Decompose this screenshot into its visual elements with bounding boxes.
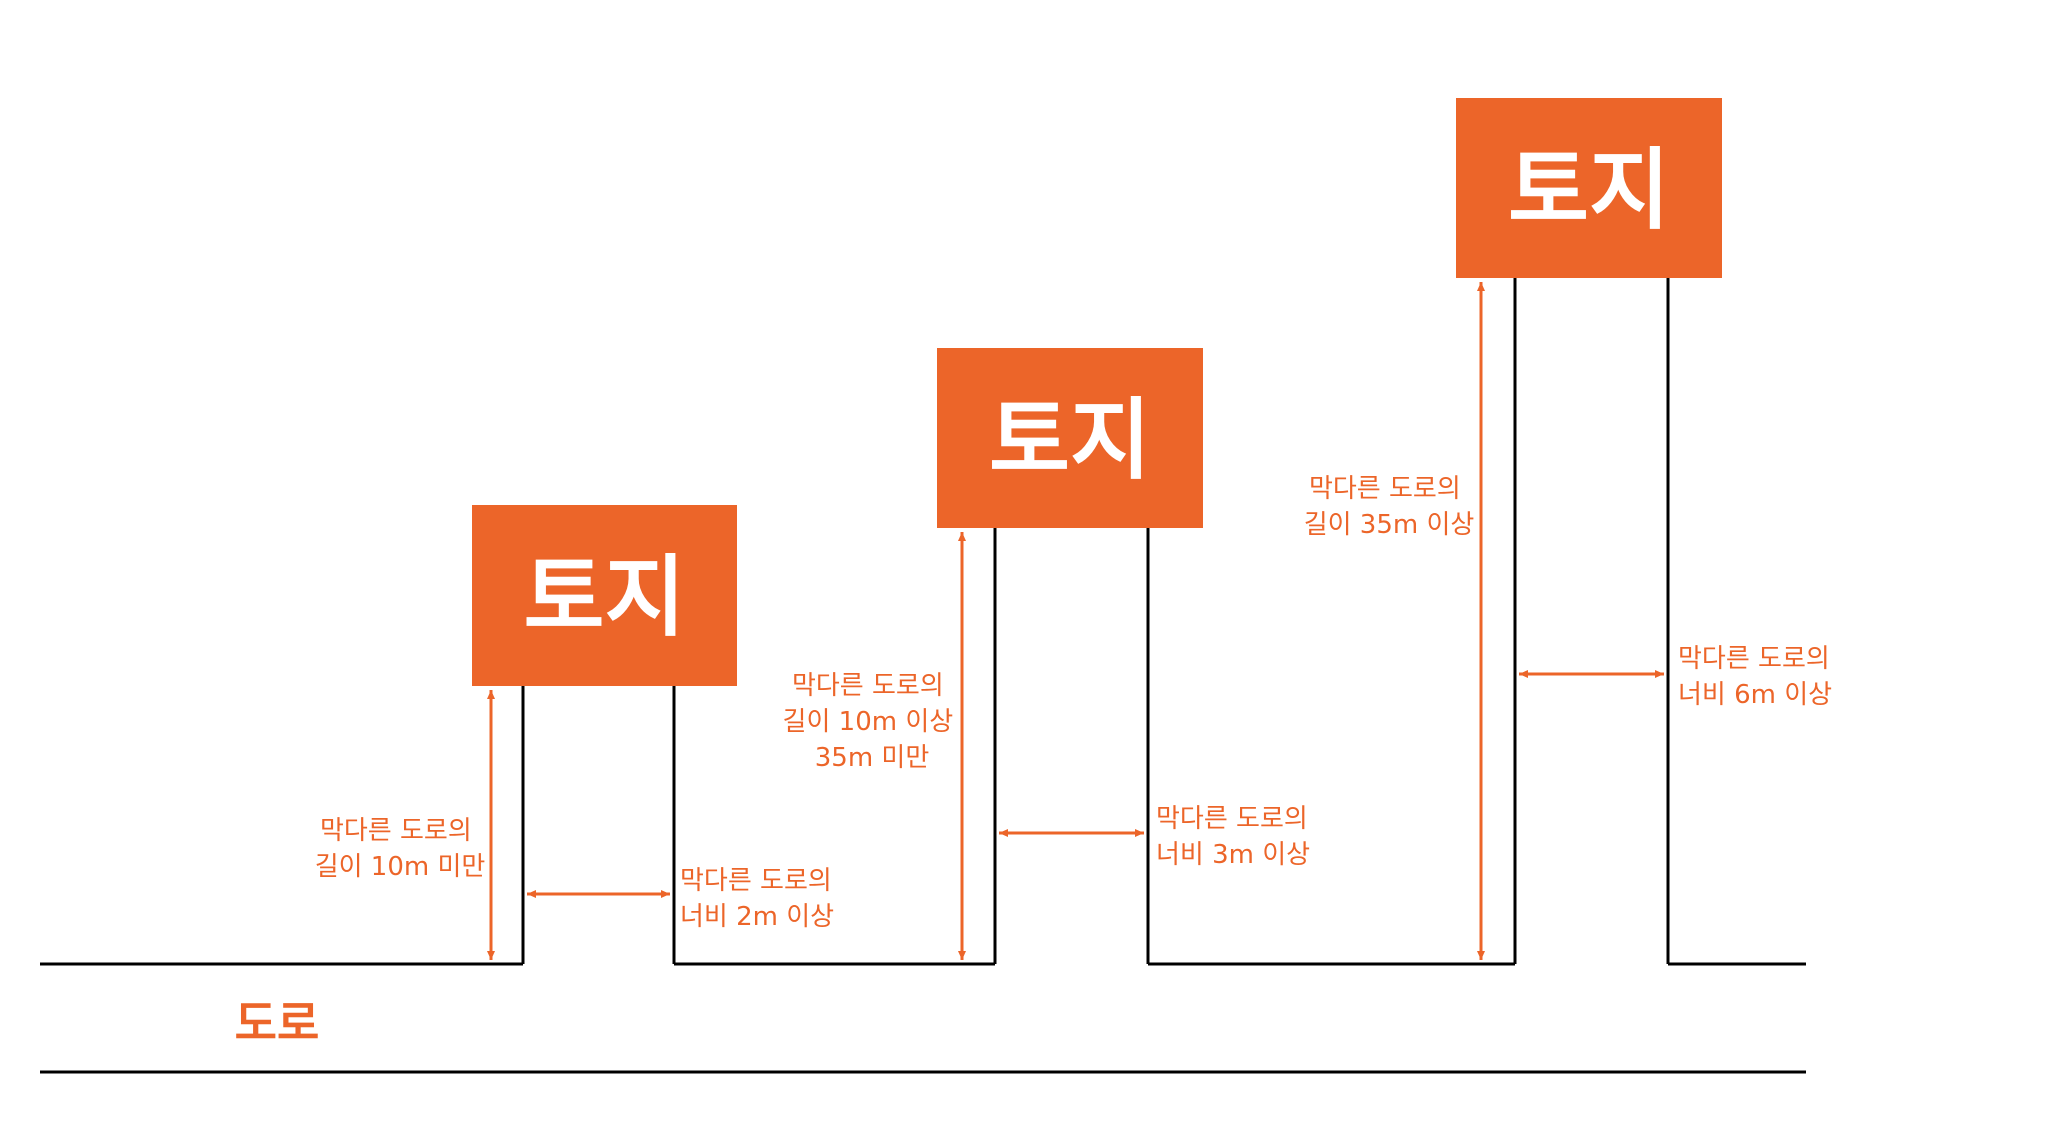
road-label: 도로 bbox=[235, 996, 320, 1050]
land-box-3-rect bbox=[1456, 98, 1722, 278]
road-boundary-lines bbox=[40, 962, 1806, 1074]
road1-width-label-line2: 너비 2m 이상 bbox=[680, 902, 834, 932]
road3-length-label-line1: 막다른 도로의 bbox=[1309, 474, 1461, 504]
road1-length-label: 막다른 도로의 길이 10m 미만 bbox=[315, 816, 486, 882]
road3-width-label: 막다른 도로의 너비 6m 이상 bbox=[1678, 644, 1838, 710]
land-box-3: 토지 bbox=[1456, 98, 1722, 278]
road1-width-label: 막다른 도로의 너비 2m 이상 bbox=[680, 866, 840, 932]
land-box-2: 토지 bbox=[937, 348, 1203, 528]
road2-length-label-line1: 막다른 도로의 bbox=[792, 671, 944, 701]
road2-width-label-line2: 너비 3m 이상 bbox=[1156, 840, 1310, 870]
land-box-1-rect bbox=[472, 505, 737, 686]
land-box-1-label: 토지 bbox=[524, 546, 686, 649]
road3-length-label-line2: 길이 35m 이상 bbox=[1304, 510, 1475, 540]
land-box-2-label: 토지 bbox=[989, 389, 1151, 492]
road3-length-label: 막다른 도로의 길이 35m 이상 bbox=[1304, 474, 1475, 540]
road3-width-label-line1: 막다른 도로의 bbox=[1678, 644, 1830, 674]
road1-width-label-line1: 막다른 도로의 bbox=[680, 866, 832, 896]
land-box-2-rect bbox=[937, 348, 1203, 528]
road2-width-label-line1: 막다른 도로의 bbox=[1156, 804, 1308, 834]
road1-length-label-line2: 길이 10m 미만 bbox=[315, 852, 486, 882]
road2-length-label-line3: 35m 미만 bbox=[815, 743, 930, 773]
land-box-3-label: 토지 bbox=[1508, 139, 1670, 242]
road3-width-label-line2: 너비 6m 이상 bbox=[1678, 680, 1832, 710]
road1-length-label-line1: 막다른 도로의 bbox=[320, 816, 472, 846]
land-box-1: 토지 bbox=[472, 505, 737, 686]
road2-length-label: 막다른 도로의 길이 10m 이상 35m 미만 bbox=[783, 671, 962, 773]
road2-width-label: 막다른 도로의 너비 3m 이상 bbox=[1156, 804, 1316, 870]
road2-length-label-line2: 길이 10m 이상 bbox=[783, 707, 954, 737]
dimension-arrows bbox=[487, 282, 1664, 960]
dead-end-road-walls bbox=[521, 278, 1670, 964]
